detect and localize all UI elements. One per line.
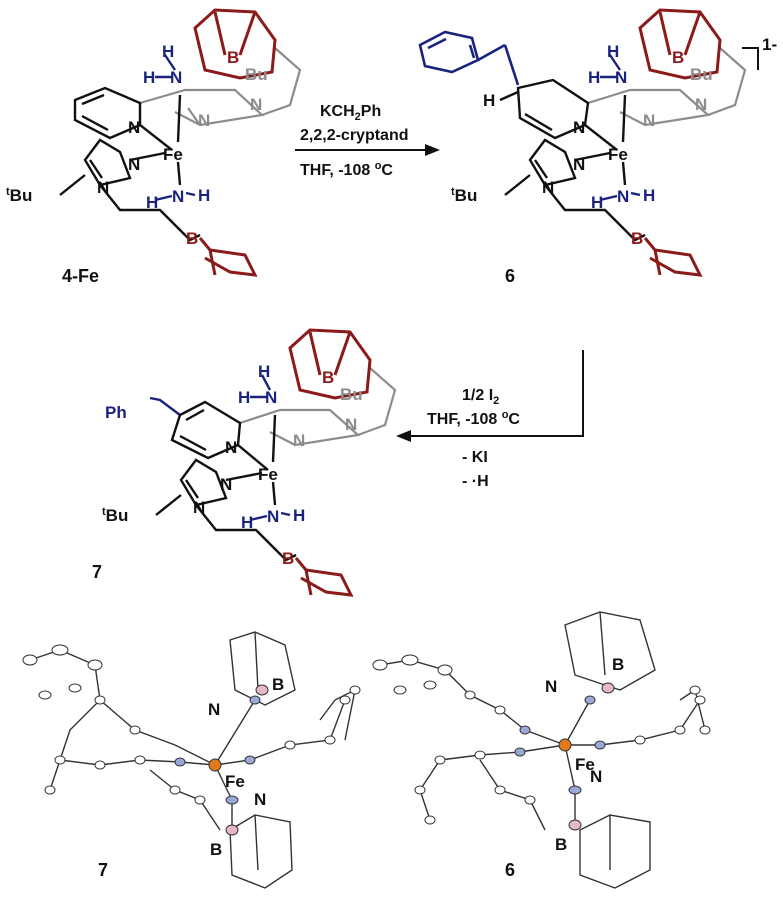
atom-n-label: N	[590, 767, 602, 786]
compound-label-4fe: 4-Fe	[62, 266, 99, 286]
compound-7-structure: Ph H H N N N N N N Bu Fe N H H B B tBu 7	[92, 328, 397, 597]
tbu-partial-label: Bu	[690, 65, 713, 84]
atom-h-label: H	[293, 506, 305, 525]
atom-n-label: N	[254, 790, 266, 809]
atom-h-label: H	[238, 388, 250, 407]
crystal-structure-6: N B Fe N B 6	[372, 611, 711, 889]
atom-n-label: N	[265, 388, 277, 407]
atom-n-label: N	[170, 68, 182, 87]
atom-n-label: N	[617, 187, 629, 206]
atom-h-label: H	[258, 362, 270, 381]
atom-n-label: N	[345, 415, 357, 434]
atom-n-label: N	[545, 677, 557, 696]
phenyl-label: Ph	[105, 403, 127, 422]
atom-n-label: N	[193, 498, 205, 517]
compound-label-6: 6	[505, 266, 515, 286]
atom-h-label: H	[643, 186, 655, 205]
atom-n-label: N	[220, 475, 232, 494]
compound-label-7: 7	[92, 562, 102, 582]
reaction-arrow-1: KCH2Ph 2,2,2-cryptand THF, -108 oC	[295, 103, 440, 179]
atom-n-label: N	[208, 700, 220, 719]
atom-n-label: N	[267, 507, 279, 526]
atom-n-label: N	[573, 155, 585, 174]
compound-6-structure: 1- H H H N N N N N N Bu Fe N H H B B tBu…	[418, 8, 777, 286]
atom-b-label: B	[631, 229, 643, 248]
atom-h-label: H	[241, 513, 253, 532]
arrow1-conditions: THF, -108 oC	[300, 160, 393, 179]
atom-h-label: H	[588, 68, 600, 87]
atom-n-label: N	[695, 95, 707, 114]
crystal-structure-7: N B Fe N B 7	[22, 631, 361, 889]
atom-b-label: B	[210, 840, 222, 859]
atom-n-label: N	[643, 111, 655, 130]
atom-b-label: B	[322, 368, 334, 387]
atom-n-label: N	[198, 111, 210, 130]
atom-fe-label: Fe	[575, 755, 595, 774]
atom-fe-label: Fe	[608, 145, 628, 164]
atom-h-label: H	[162, 42, 174, 61]
atom-n-label: N	[225, 438, 237, 457]
atom-fe-label: Fe	[258, 465, 278, 484]
atom-b-label: B	[186, 229, 198, 248]
atom-b-label: B	[555, 835, 567, 854]
atom-h-label: H	[591, 193, 603, 212]
atom-n-label: N	[615, 68, 627, 87]
atom-b-label: B	[612, 655, 624, 674]
arrow2-loss-h: - ·H	[462, 473, 489, 490]
atom-h-label: H	[483, 91, 495, 110]
tbu-label: tBu	[451, 186, 477, 205]
atom-n-label: N	[128, 118, 140, 137]
atom-n-label: N	[542, 178, 554, 197]
arrow2-loss-ki: - KI	[462, 449, 488, 466]
atom-n-label: N	[293, 431, 305, 450]
arrow2-conditions: THF, -108 oC	[427, 409, 520, 428]
atom-h-label: H	[146, 193, 158, 212]
arrow1-cryptand: 2,2,2-cryptand	[300, 127, 408, 144]
crystal-label-7: 7	[98, 860, 108, 880]
arrow2-reagent: 1/2 I2	[462, 387, 499, 407]
atom-fe-label: Fe	[163, 145, 183, 164]
atom-b-label: B	[672, 48, 684, 67]
atom-h-label: H	[198, 186, 210, 205]
arrow1-reagent: KCH2Ph	[320, 103, 381, 123]
tbu-partial-label: Bu	[340, 385, 363, 404]
tbu-label: tBu	[102, 506, 128, 525]
atom-n-label: N	[128, 155, 140, 174]
atom-b-label: B	[282, 549, 294, 568]
atom-b-label: B	[272, 675, 284, 694]
charge-label: 1-	[762, 35, 777, 54]
atom-h-label: H	[143, 68, 155, 87]
atom-n-label: N	[172, 187, 184, 206]
compound-4fe-structure: H H N N N N N N Bu Fe N H H B B tBu 4-Fe	[6, 8, 302, 286]
atom-n-label: N	[97, 178, 109, 197]
reaction-arrow-2: 1/2 I2 THF, -108 oC - KI - ·H	[396, 350, 584, 490]
tbu-label: tBu	[6, 186, 32, 205]
crystal-label-6: 6	[505, 860, 515, 880]
atom-n-label: N	[573, 118, 585, 137]
atom-b-label: B	[227, 48, 239, 67]
tbu-partial-label: Bu	[245, 65, 268, 84]
atom-n-label: N	[250, 95, 262, 114]
atom-h-label: H	[607, 42, 619, 61]
atom-fe-label: Fe	[225, 772, 245, 791]
